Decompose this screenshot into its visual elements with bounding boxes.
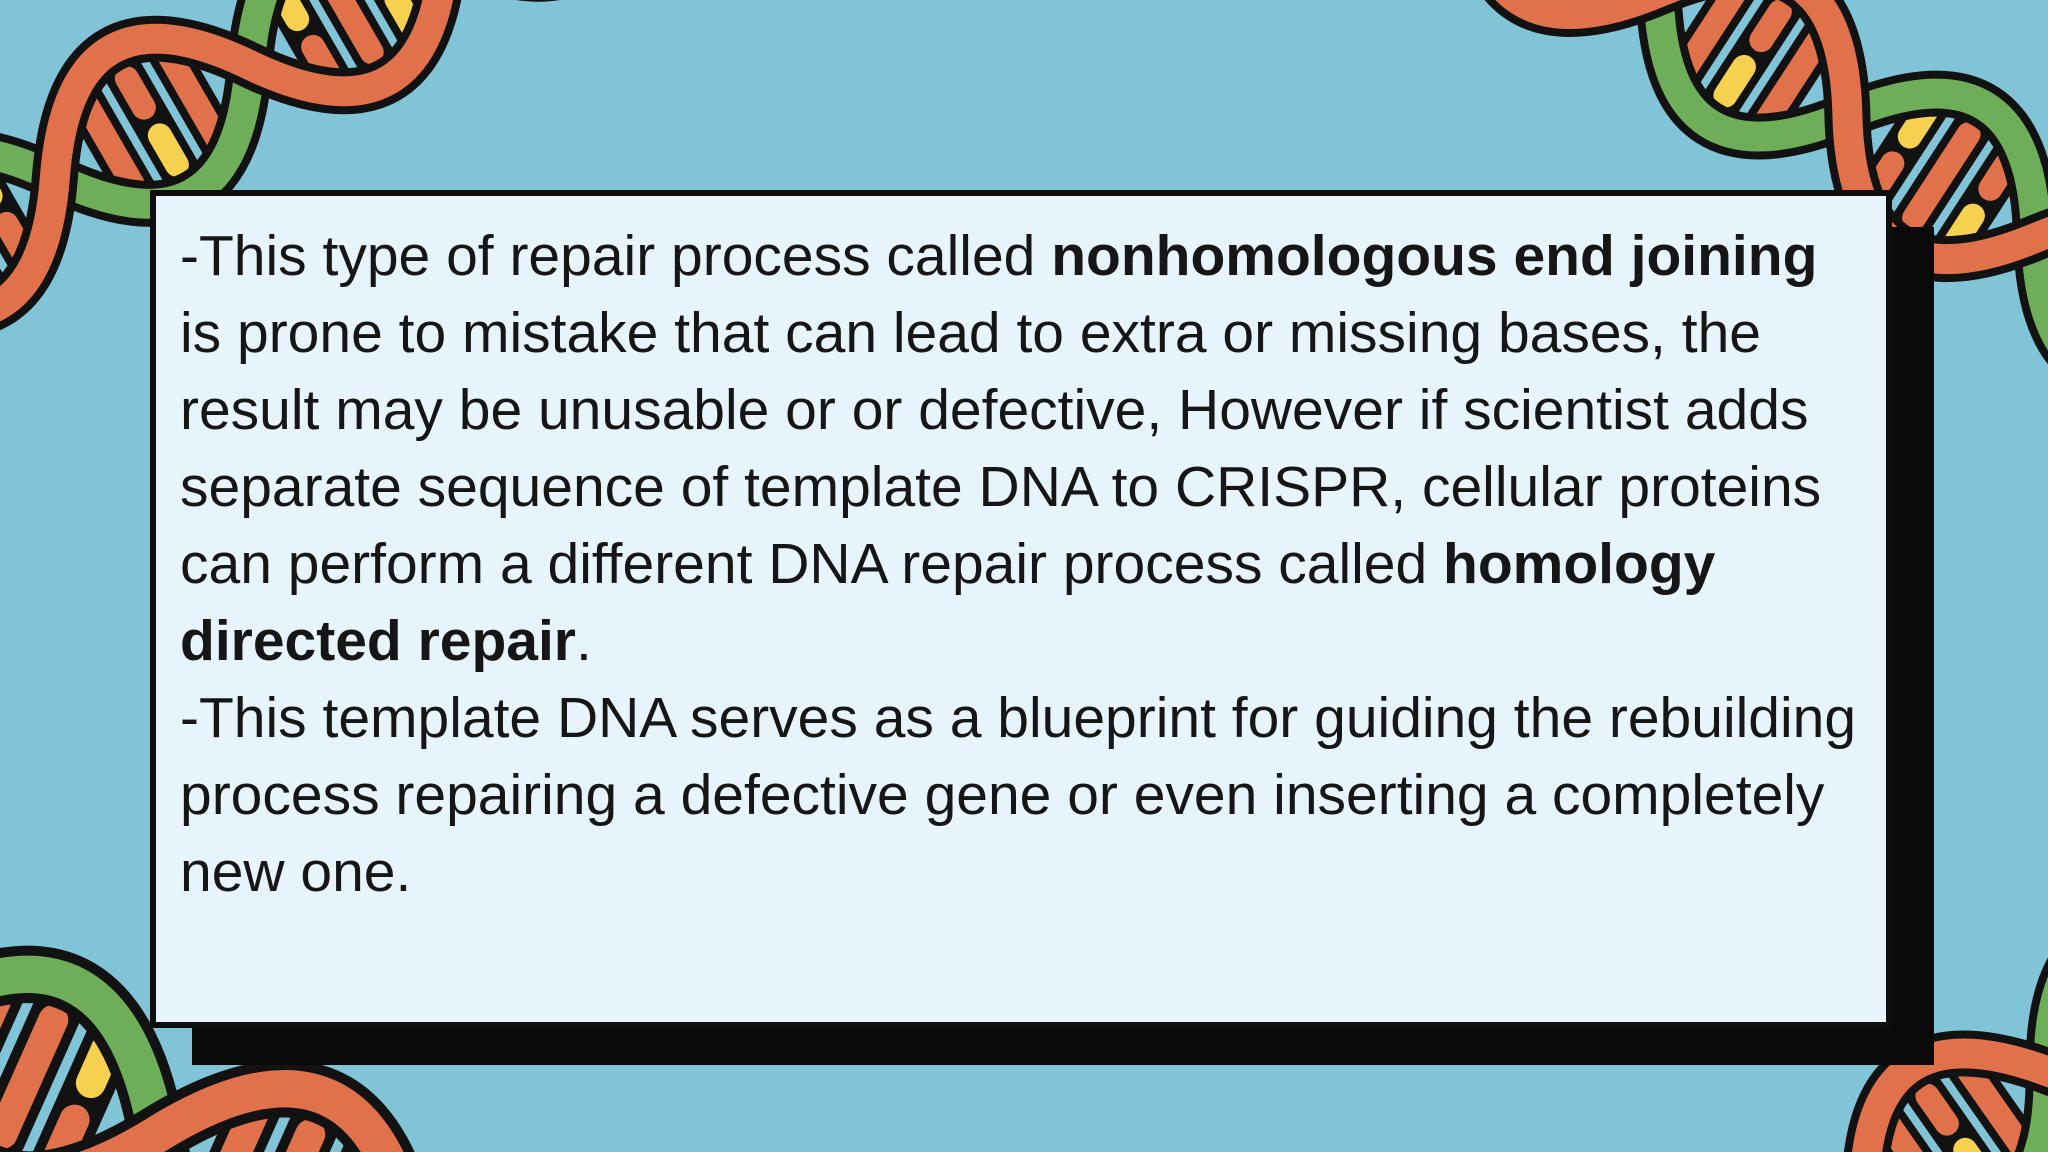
textbox-text: -This type of repair process called nonh… <box>180 218 1866 911</box>
paragraph: -This template DNA serves as a blueprint… <box>180 686 1857 904</box>
textbox: -This type of repair process called nonh… <box>150 190 1892 1028</box>
paragraph: -This type of repair process called nonh… <box>180 224 1822 673</box>
